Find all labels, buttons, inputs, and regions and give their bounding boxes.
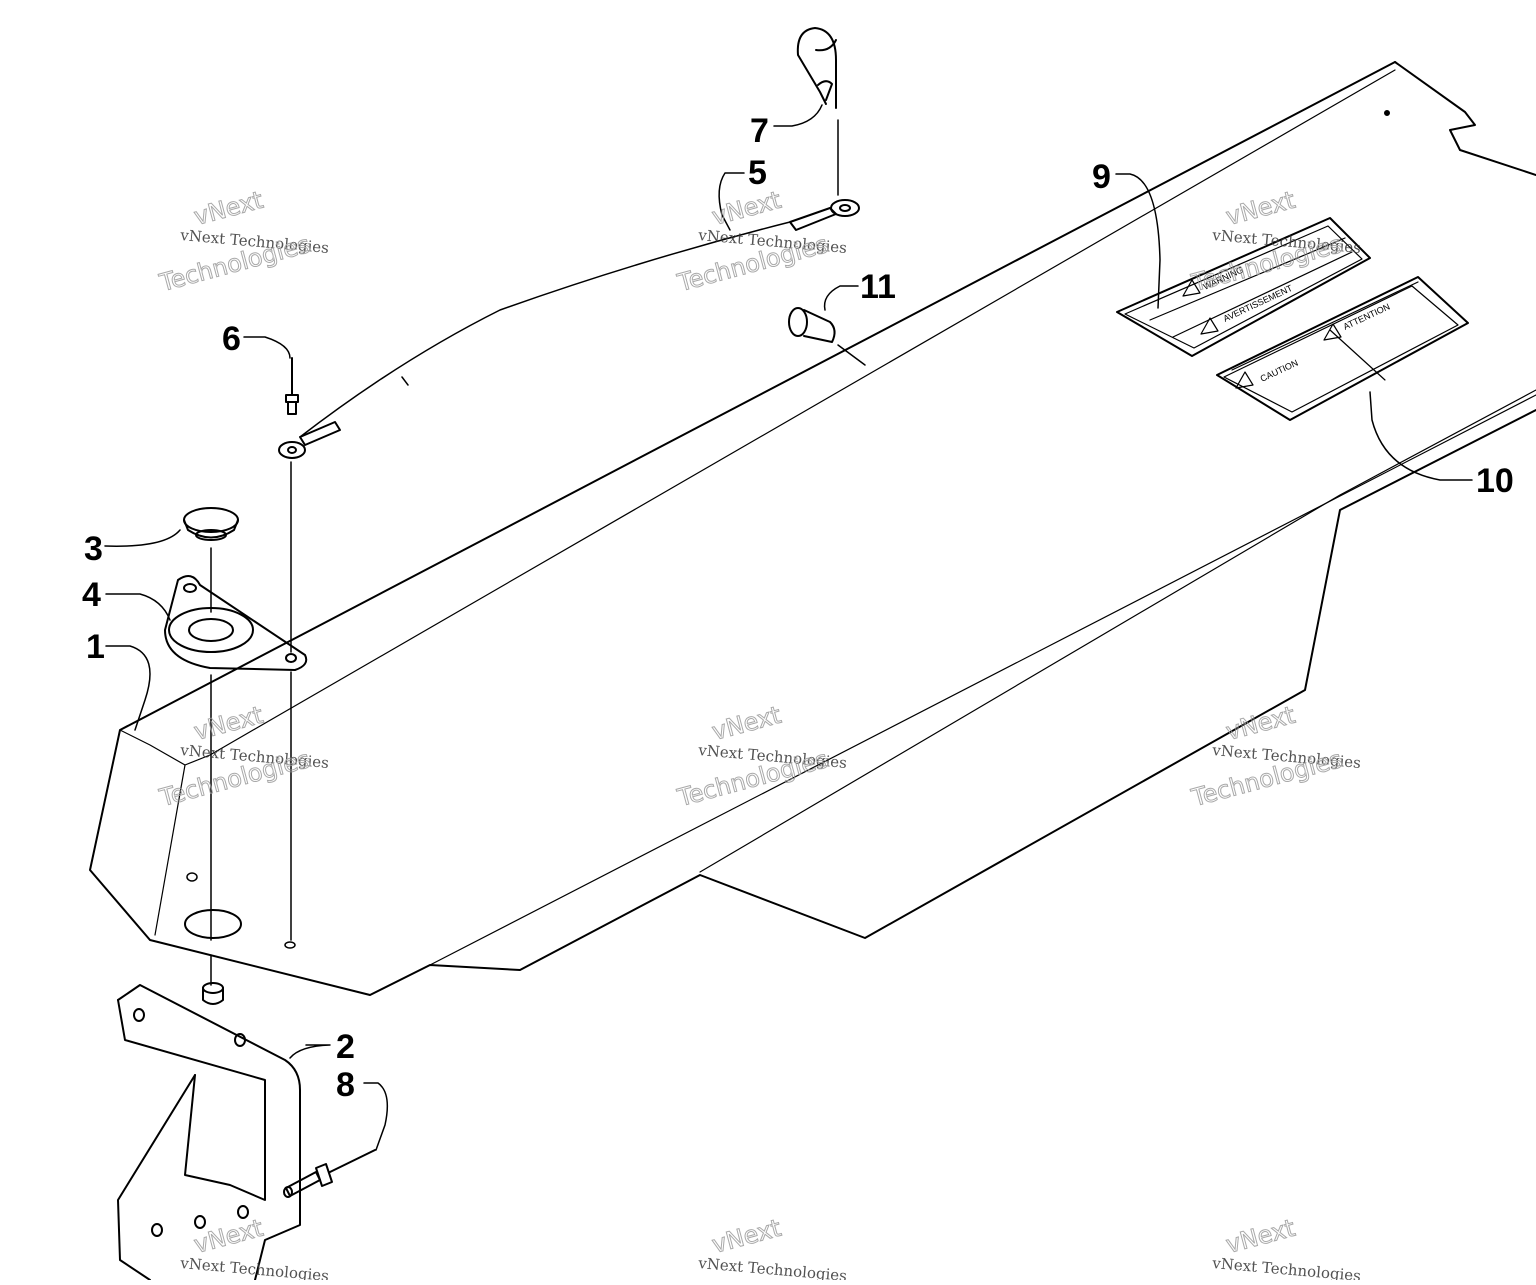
callout-6: 6: [222, 320, 241, 358]
callout-9: 9: [1092, 158, 1111, 196]
callout-labels: 1 2 3 4 5 6 7 8 9 10 11: [82, 112, 1514, 1104]
main-panel: [89, 61, 1536, 996]
callout-5: 5: [748, 154, 767, 192]
watermark-vnext: vNext: [1223, 701, 1298, 746]
watermark-top-center: vNext Technologies vNext Technologies: [674, 185, 848, 298]
rivet-lower: [283, 1149, 376, 1198]
decal-avertissement-label: AVERTISSEMENT: [1222, 283, 1295, 324]
assembly-lines: [210, 119, 839, 986]
watermark-mid-center: vNext Technologies vNext Technologies: [674, 700, 848, 813]
watermark-vnext: vNext: [1223, 1214, 1298, 1259]
watermark-top-right: vNext Technologies vNext Technologies: [1188, 185, 1362, 298]
watermark-vnext: vNext: [191, 1214, 266, 1259]
watermark-vnext: vNext: [191, 701, 266, 746]
watermark-vnext: vNext: [709, 186, 784, 231]
watermark-mid-left: vNext Technologies vNext Technologies: [156, 700, 330, 813]
watermark-vnext: vNext: [709, 701, 784, 746]
callout-11: 11: [860, 268, 896, 306]
callout-3: 3: [84, 530, 103, 568]
callout-10: 10: [1476, 462, 1514, 500]
hair-pin-clip: [796, 27, 837, 109]
watermark-vnext: vNext: [191, 186, 266, 231]
watermark-vnext: vNext: [1223, 186, 1298, 231]
warning-decal: [1116, 217, 1371, 357]
watermark-vnext: vNext: [709, 1214, 784, 1259]
grommet: [183, 507, 239, 541]
watermark-bottom-center: vNext Technologies vNext: [697, 1213, 848, 1285]
bracket: [117, 982, 301, 1281]
callout-7: 7: [750, 112, 769, 150]
rivet-upper: [285, 357, 299, 415]
callout-8: 8: [336, 1066, 355, 1104]
callout-4: 4: [82, 576, 101, 614]
watermark-mid-right: vNext Technologies vNext Technologies: [1188, 700, 1362, 813]
decal-caution-label: CAUTION: [1259, 358, 1300, 384]
tether-cable: [278, 199, 860, 459]
callout-2: 2: [336, 1028, 355, 1066]
mounting-plate: [164, 575, 308, 671]
watermark-bottom-left: vNext Technologies vNext: [179, 1213, 330, 1285]
plug: [788, 307, 836, 343]
callout-1: 1: [86, 628, 105, 666]
watermark-top-left: vNext Technologies vNext Technologies: [156, 185, 330, 298]
leader-lines: [104, 104, 1473, 1151]
caution-decal: [1216, 276, 1469, 421]
watermark-bottom-right: vNext Technologies vNext: [1211, 1213, 1362, 1285]
